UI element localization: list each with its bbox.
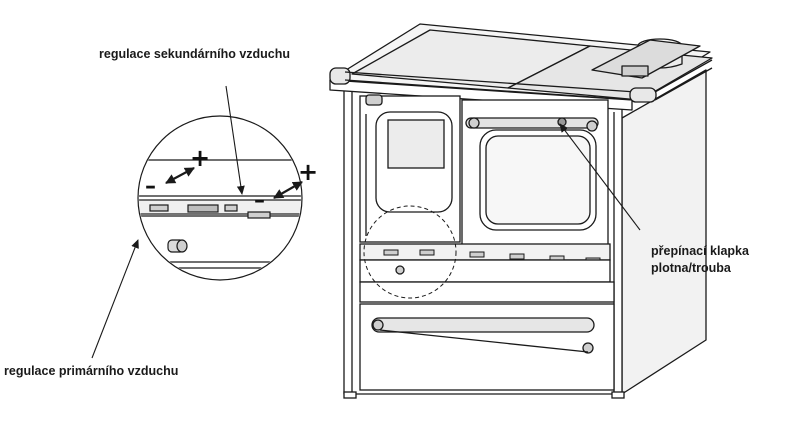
damper-label-line1: přepínací klapka — [651, 244, 749, 258]
minus-symbol: – — [254, 188, 265, 213]
primary-air-label: regulace primárního vzduchu — [4, 364, 179, 378]
firebox-door — [359, 94, 461, 243]
primary-air-leader-arrow — [91, 239, 139, 359]
damper-leader-arrow — [559, 123, 641, 231]
detail-magnifier — [137, 115, 303, 281]
double-arrow-icon — [165, 167, 195, 184]
plus-symbol: + — [298, 158, 319, 186]
lower-sections — [343, 243, 625, 399]
double-arrow-icon — [273, 181, 303, 199]
highlight-circle — [363, 205, 457, 299]
plus-symbol: + — [190, 144, 211, 172]
damper-label-line2: plotna/trouba — [651, 261, 731, 275]
oven-door — [461, 99, 609, 257]
minus-symbol: – — [145, 174, 156, 199]
secondary-air-label: regulace sekundárního vzduchu — [99, 47, 291, 61]
secondary-air-leader-arrow — [225, 85, 245, 195]
